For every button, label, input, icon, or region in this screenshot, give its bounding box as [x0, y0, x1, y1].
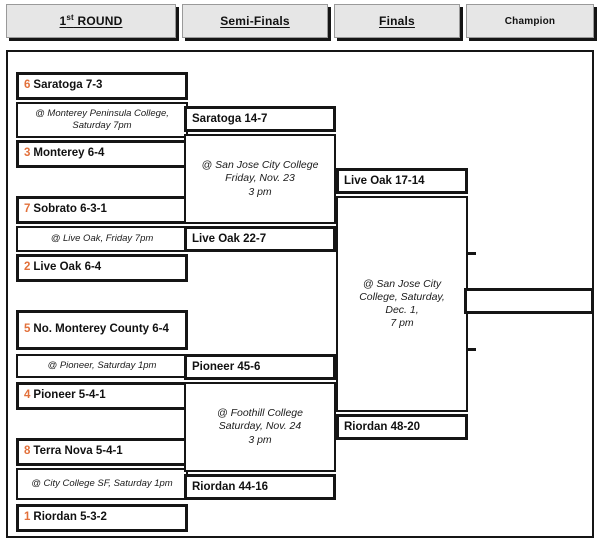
- finals-winner-1-text: Live Oak 17-14: [344, 175, 425, 187]
- round1-team-7-seed: 8: [24, 445, 31, 458]
- ordinal-suffix: st: [66, 13, 74, 22]
- round1-game-1-venue: @ Monterey Peninsula College, Saturday 7…: [16, 102, 188, 138]
- finals-game-venue-text: @ San Jose City College, Saturday, Dec. …: [359, 277, 445, 330]
- round1-game-4-venue: @ City College SF, Saturday 1pm: [16, 468, 188, 500]
- round1-game-3-venue-text: @ Pioneer, Saturday 1pm: [47, 360, 157, 372]
- semifinal-game-1-venue: @ San Jose City College Friday, Nov. 23 …: [184, 134, 336, 224]
- round1-team-3-seed: 7: [24, 203, 31, 216]
- semifinal-winner-3-text: Pioneer 45-6: [192, 361, 261, 373]
- semifinal-winner-1-text: Saratoga 14-7: [192, 113, 268, 125]
- semifinal-winner-2[interactable]: Live Oak 22-7: [184, 226, 336, 252]
- semifinal-winner-1[interactable]: Saratoga 14-7: [184, 106, 336, 132]
- round-header-champion-label: Champion: [504, 15, 556, 27]
- semifinal-game-2-venue-text: @ Foothill College Saturday, Nov. 24 3 p…: [217, 407, 303, 446]
- round-header-semi-finals-label: Semi-Finals: [220, 14, 290, 28]
- round1-team-5-seed: 5: [24, 323, 31, 336]
- round1-team-1-seed: 6: [24, 79, 31, 92]
- round1-team-4-seed: 2: [24, 261, 31, 274]
- round-header-champion: Champion: [466, 4, 594, 38]
- connector-finals-top: [468, 252, 476, 255]
- round-header-semi-finals: Semi-Finals: [182, 4, 328, 38]
- champion-slot[interactable]: [464, 288, 594, 314]
- round1-game-2-venue-text: @ Live Oak, Friday 7pm: [50, 233, 154, 245]
- round1-game-2-venue: @ Live Oak, Friday 7pm: [16, 226, 188, 252]
- round1-team-2-seed: 3: [24, 147, 31, 160]
- round1-team-8-seed: 1: [24, 511, 31, 524]
- finals-game-venue: @ San Jose City College, Saturday, Dec. …: [336, 196, 468, 412]
- round-header-first-round-label: 1st ROUND: [59, 13, 123, 29]
- round-header-finals-label: Finals: [379, 14, 415, 28]
- semifinal-game-2-venue: @ Foothill College Saturday, Nov. 24 3 p…: [184, 382, 336, 472]
- round1-game-1-venue-text: @ Monterey Peninsula College, Saturday 7…: [35, 108, 169, 131]
- finals-winner-1[interactable]: Live Oak 17-14: [336, 168, 468, 194]
- semifinal-winner-4[interactable]: Riordan 44-16: [184, 474, 336, 500]
- connector-finals-bottom: [468, 348, 476, 351]
- round-header-row: 1st ROUND Semi-Finals Finals Champion: [0, 0, 600, 44]
- round-header-finals: Finals: [334, 4, 460, 38]
- round1-team-6-seed: 4: [24, 389, 31, 402]
- round-header-first-round: 1st ROUND: [6, 4, 176, 38]
- semifinal-winner-4-text: Riordan 44-16: [192, 481, 269, 493]
- semifinal-game-1-venue-text: @ San Jose City College Friday, Nov. 23 …: [201, 159, 319, 198]
- round1-game-3-venue: @ Pioneer, Saturday 1pm: [16, 354, 188, 378]
- finals-winner-2-text: Riordan 48-20: [344, 421, 421, 433]
- finals-winner-2[interactable]: Riordan 48-20: [336, 414, 468, 440]
- round1-game-4-venue-text: @ City College SF, Saturday 1pm: [31, 478, 173, 490]
- semifinal-winner-3[interactable]: Pioneer 45-6: [184, 354, 336, 380]
- semifinal-winner-2-text: Live Oak 22-7: [192, 233, 267, 245]
